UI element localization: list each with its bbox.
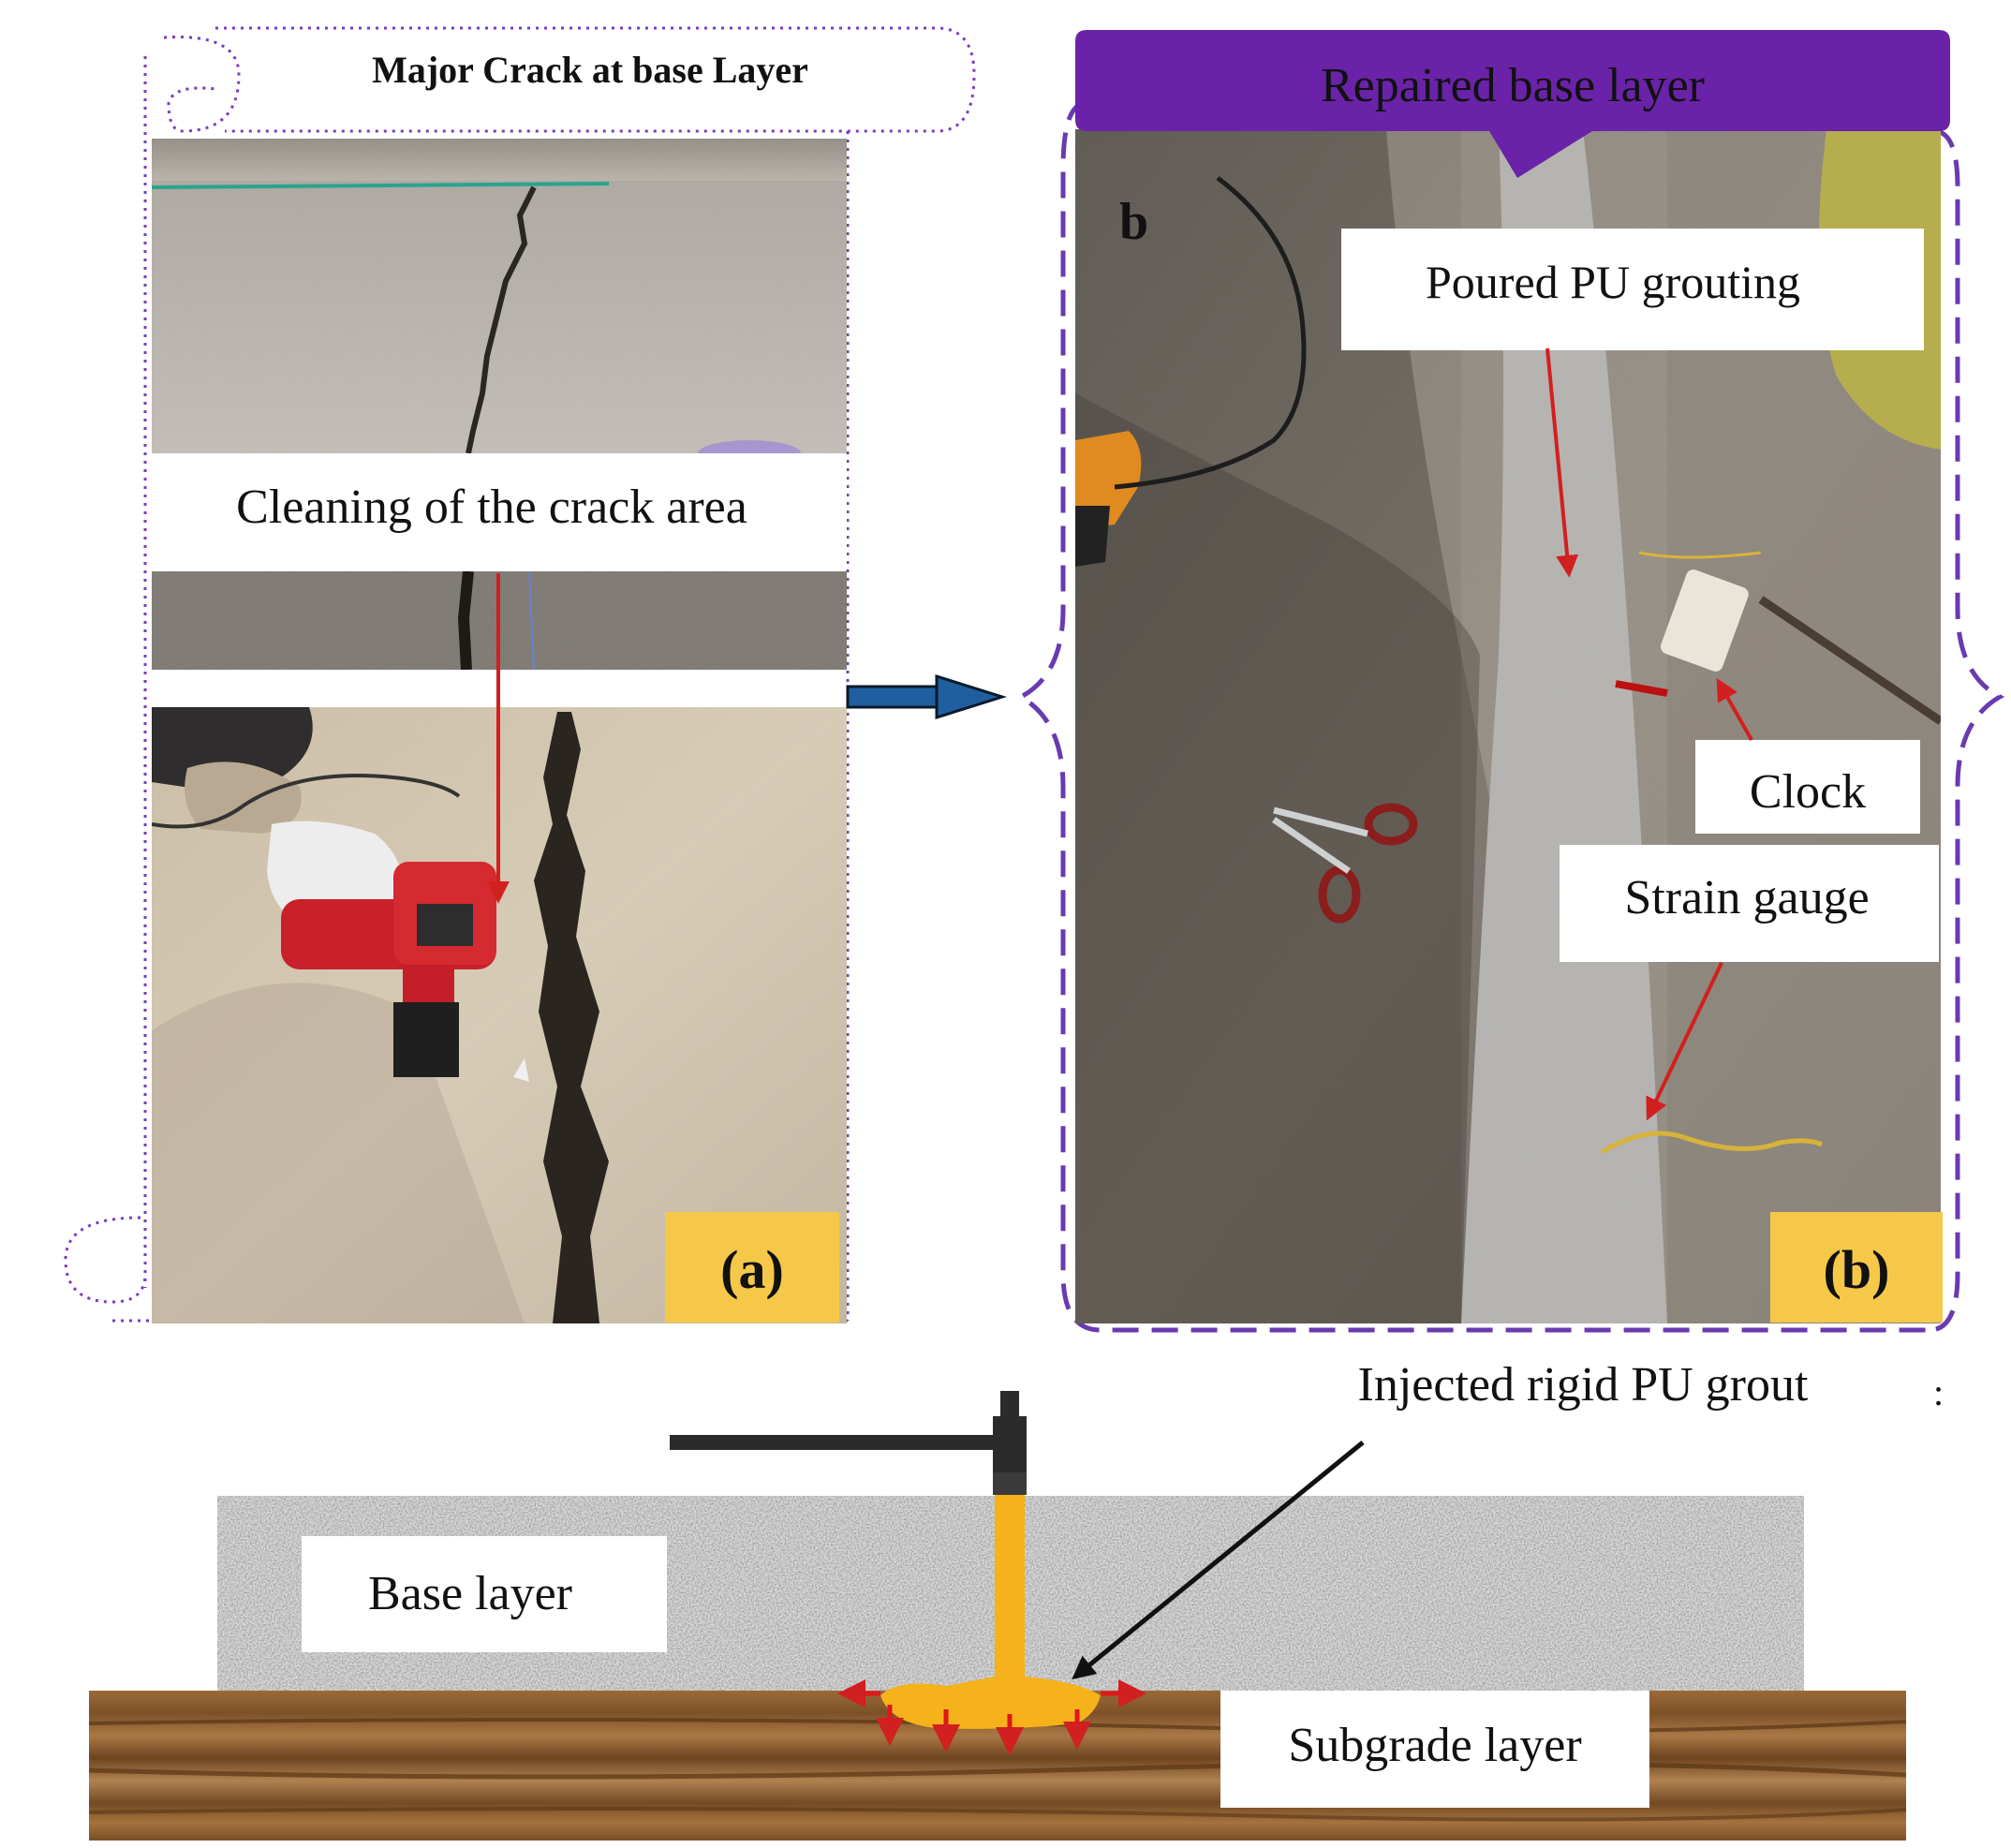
panel-b-title: Repaired base layer bbox=[1321, 59, 1705, 112]
grout-spread-arrows bbox=[837, 1679, 1146, 1755]
grouting-arrow bbox=[1545, 347, 1579, 578]
cleaning-label: Cleaning of the crack area bbox=[236, 480, 747, 534]
panel-a-frame bbox=[64, 26, 976, 1323]
subgrade-label: Subgrade layer bbox=[1288, 1719, 1581, 1772]
injection-rod bbox=[670, 1391, 1027, 1692]
panel-b-corner-letter: b bbox=[1119, 193, 1148, 251]
strain-gauge-label: Strain gauge bbox=[1624, 871, 1869, 924]
injection-label: Injected rigid PU grout bbox=[1358, 1358, 1809, 1412]
panel-b-banner bbox=[1075, 30, 1950, 178]
base-label: Base layer bbox=[368, 1567, 572, 1620]
clock-arrow bbox=[1716, 677, 1753, 741]
injection-arrow bbox=[1072, 1441, 1365, 1680]
panel-b-frame bbox=[1015, 100, 2005, 1333]
cleaning-label-box bbox=[152, 455, 847, 569]
strain-gauge-arrow bbox=[1646, 962, 1723, 1121]
grout-spread bbox=[880, 1677, 1101, 1729]
panel-b-tag-box bbox=[1770, 1212, 1943, 1323]
stray-mark: : bbox=[1933, 1371, 1944, 1413]
road-crack-photo bbox=[152, 139, 847, 453]
clock-label: Clock bbox=[1750, 765, 1866, 819]
panel-b-tag: (b) bbox=[1824, 1239, 1890, 1300]
grouting-label: Poured PU grouting bbox=[1426, 256, 1800, 308]
panel-a-title: Major Crack at base Layer bbox=[372, 49, 808, 91]
flow-arrow bbox=[846, 673, 1008, 720]
subgrade-label-box bbox=[1220, 1691, 1649, 1808]
panel-a-tag-box bbox=[665, 1212, 839, 1323]
panel-a-tag: (a) bbox=[720, 1239, 784, 1300]
grouting-label-box bbox=[1341, 229, 1924, 350]
strain-gauge-label-box bbox=[1560, 845, 1939, 962]
base-label-box bbox=[302, 1536, 667, 1652]
clock-label-box bbox=[1695, 740, 1920, 834]
